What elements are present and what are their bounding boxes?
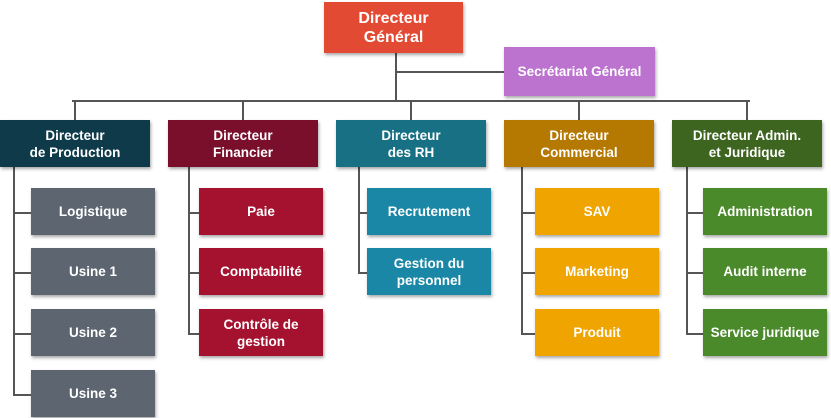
connector-head-trunk bbox=[395, 53, 397, 101]
sub-unit-box: Audit interne bbox=[703, 248, 827, 295]
connector-sub-unit bbox=[686, 332, 703, 335]
director-general-box: Directeur Général bbox=[324, 2, 463, 53]
connector-sub-unit bbox=[521, 271, 535, 274]
sub-unit-box: Marketing bbox=[535, 248, 659, 295]
connector-sub-unit bbox=[188, 211, 199, 214]
connector-department-1 bbox=[74, 100, 76, 120]
sub-unit-box: Paie bbox=[199, 188, 323, 235]
connector-sub-unit bbox=[686, 211, 703, 214]
connector-department-2 bbox=[242, 100, 244, 120]
connector-department-trunk bbox=[188, 167, 190, 334]
sub-unit-box: SAV bbox=[535, 188, 659, 235]
sub-unit-box: Comptabilité bbox=[199, 248, 323, 295]
connector-department-trunk bbox=[521, 167, 523, 334]
connector-sub-unit bbox=[521, 211, 535, 214]
sub-unit-box: Administration bbox=[703, 188, 827, 235]
connector-department-trunk bbox=[686, 167, 688, 334]
secretariat-general-box: Secrétariat Général bbox=[504, 47, 655, 96]
sub-unit-box: Gestion du personnel bbox=[367, 248, 491, 295]
sub-unit-box: Logistique bbox=[31, 188, 155, 235]
sub-unit-box: Usine 1 bbox=[31, 248, 155, 295]
connector-department-trunk bbox=[358, 167, 360, 273]
connector-department-trunk bbox=[13, 167, 15, 395]
sub-unit-box: Produit bbox=[535, 309, 659, 356]
connector-sub-unit bbox=[13, 393, 31, 396]
sub-unit-box: Service juridique bbox=[703, 309, 827, 356]
connector-department-4 bbox=[578, 100, 580, 120]
department-head-box: Directeur Financier bbox=[168, 120, 318, 167]
department-head-box: Directeur des RH bbox=[336, 120, 486, 167]
department-head-box: Directeur Admin. et Juridique bbox=[672, 120, 822, 167]
department-head-box: Directeur Commercial bbox=[504, 120, 654, 167]
sub-unit-box: Recrutement bbox=[367, 188, 491, 235]
connector-sub-unit bbox=[188, 332, 199, 335]
connector-secretariat bbox=[397, 71, 504, 73]
connector-departments-bus bbox=[72, 100, 750, 102]
connector-sub-unit bbox=[13, 332, 31, 335]
sub-unit-box: Contrôle de gestion bbox=[199, 309, 323, 356]
connector-sub-unit bbox=[358, 271, 367, 274]
connector-sub-unit bbox=[686, 271, 703, 274]
connector-sub-unit bbox=[521, 332, 535, 335]
connector-sub-unit bbox=[13, 211, 31, 214]
sub-unit-box: Usine 2 bbox=[31, 309, 155, 356]
connector-sub-unit bbox=[188, 271, 199, 274]
sub-unit-box: Usine 3 bbox=[31, 370, 155, 417]
connector-sub-unit bbox=[13, 271, 31, 274]
connector-sub-unit bbox=[358, 211, 367, 214]
connector-department-5 bbox=[746, 100, 748, 120]
connector-department-3 bbox=[410, 100, 412, 120]
department-head-box: Directeur de Production bbox=[0, 120, 150, 167]
